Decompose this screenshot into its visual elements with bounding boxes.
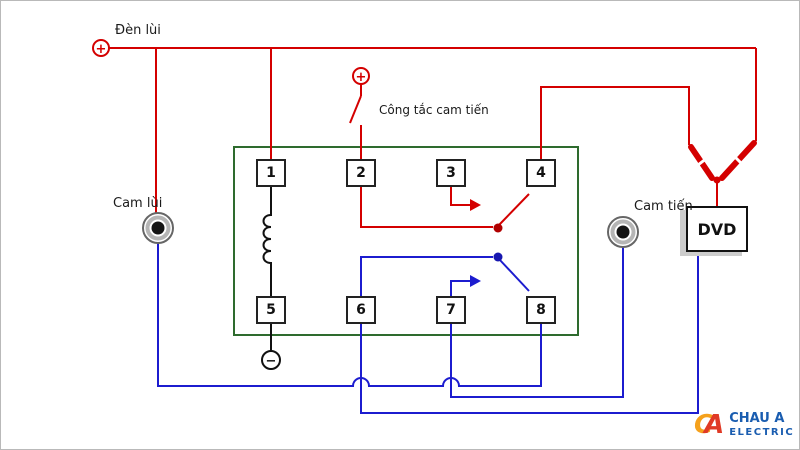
- reverse-camera-label: Cam lùi: [113, 196, 163, 211]
- connector-gaps: [697, 154, 744, 167]
- switch-blade: [349, 95, 362, 124]
- forward-camera-label: Cam tiến: [634, 199, 693, 214]
- contact-pivot-bottom: [493, 252, 503, 262]
- relay-box: [233, 146, 579, 336]
- plus-sign-switch: +: [356, 70, 367, 85]
- brand-logo-a: A: [704, 410, 725, 440]
- switch-terminal: +: [352, 67, 370, 85]
- bullet-connectors: [688, 140, 757, 181]
- reverse-camera-icon: [142, 212, 174, 244]
- wire-pin3-stub: [450, 187, 470, 206]
- brand-logo: C A: [694, 412, 724, 438]
- relay-contact-arm-top: [498, 193, 530, 226]
- contact-arrow-top: [470, 199, 481, 211]
- relay-pin-1: 1: [256, 159, 286, 187]
- blue-video-wires: [157, 243, 699, 414]
- reverse-light-label: Đèn lùi: [115, 23, 161, 38]
- brand-name: CHAU A: [729, 411, 785, 427]
- relay-coil: [262, 187, 272, 296]
- reverse-light-terminal: +: [92, 39, 110, 57]
- wire-pin6-to-contact: [360, 256, 493, 296]
- dvd-unit: DVD: [686, 206, 748, 252]
- relay-pin-4: 4: [526, 159, 556, 187]
- contact-pivot-top: [493, 223, 503, 233]
- contact-arrow-bottom: [470, 275, 481, 287]
- connector-joint: [713, 176, 721, 184]
- brand-subtitle: ELECTRIC: [729, 426, 795, 438]
- wire-forward-camera-to-pin7: [450, 247, 624, 398]
- relay-pin-7: 7: [436, 296, 466, 324]
- minus-sign-ground: −: [266, 354, 277, 369]
- ground-terminal: −: [261, 350, 281, 370]
- relay-pin-3: 3: [436, 159, 466, 187]
- brand-text: CHAU A ELECTRIC: [729, 411, 795, 438]
- relay-pin-6: 6: [346, 296, 376, 324]
- connector-gap-right: [732, 154, 744, 166]
- wire-pin7-stub: [450, 280, 470, 296]
- plus-sign-reverse-light: +: [96, 42, 107, 57]
- forward-camera-icon: [607, 216, 639, 248]
- brand-logo-c: C: [694, 410, 714, 440]
- wire-pin4-to-connector: [540, 86, 690, 159]
- wire-pin6-to-dvd: [360, 253, 699, 414]
- brand-watermark: C A CHAU A ELECTRIC: [694, 412, 794, 438]
- relay-pin-8: 8: [526, 296, 556, 324]
- connector-gap-left: [697, 156, 708, 167]
- relay-pin-2: 2: [346, 159, 376, 187]
- relay-pin-5: 5: [256, 296, 286, 324]
- wire-reverse-camera-to-pin8: [157, 243, 542, 387]
- forward-cam-switch-label: Công tắc cam tiến: [379, 103, 489, 117]
- relay-coil-circuit: [262, 187, 272, 351]
- wire-pin2-to-contact: [360, 187, 493, 228]
- relay-contact-arm-bottom: [498, 258, 530, 292]
